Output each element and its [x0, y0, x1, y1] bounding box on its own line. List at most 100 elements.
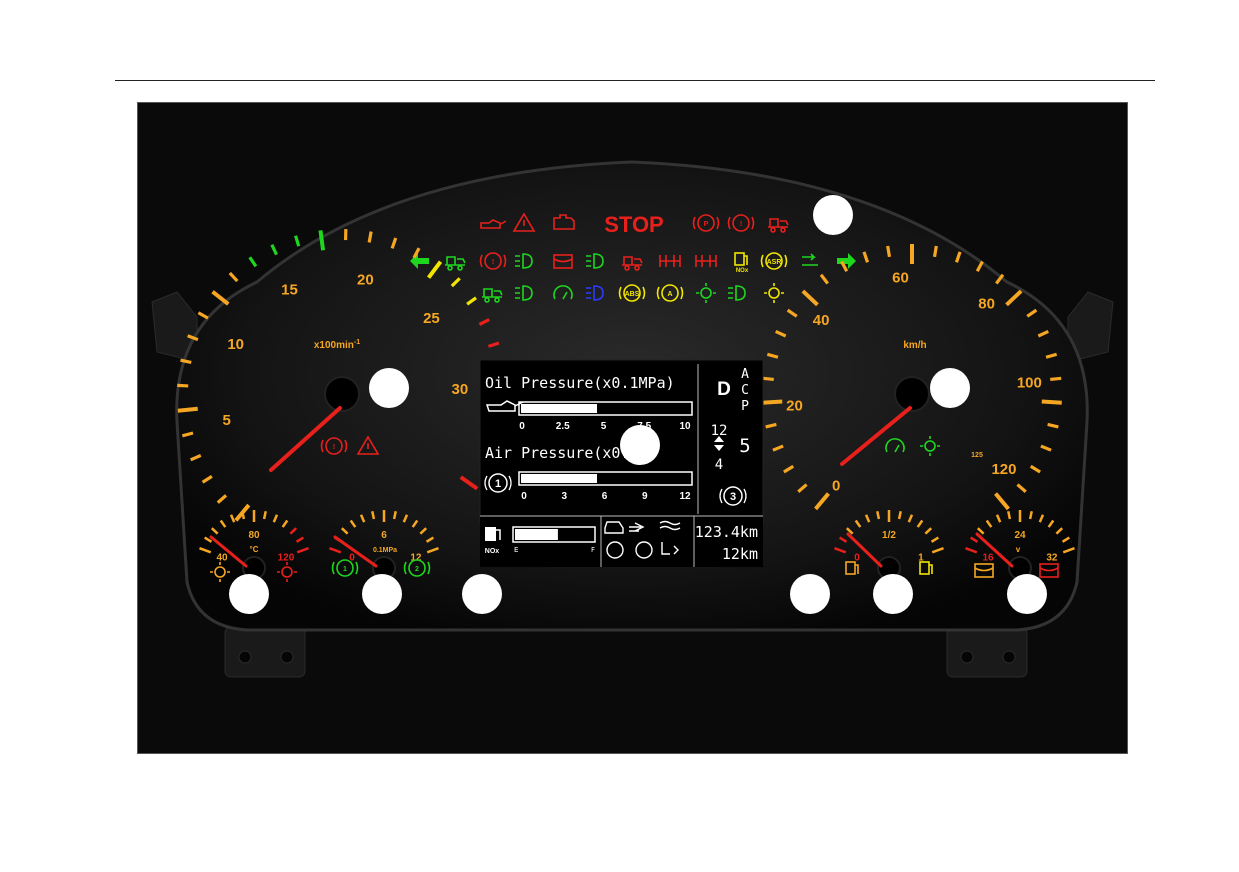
- tachometer-tick-label: 30: [452, 381, 469, 398]
- turn-right-arrow-icon: [837, 253, 856, 269]
- fuel-gauge-tick-label: 1/2: [882, 530, 896, 541]
- brake-icon-a: [606, 541, 624, 559]
- gear-range-high: 12: [711, 423, 728, 439]
- callout-marker: [369, 368, 409, 408]
- fuel-gauge-needle: [846, 532, 883, 568]
- coolant-gauge-needle: [209, 535, 248, 568]
- scale-label: 10: [679, 421, 691, 432]
- air-pressure-gauge-tick-label: 6: [381, 530, 387, 541]
- scale-label: 2.5: [556, 421, 570, 432]
- brake-warning-icon: !: [727, 214, 755, 232]
- air-pressure-title: Air Pressure(x0.: [485, 444, 630, 462]
- urea-tank-icon: NOx: [485, 527, 501, 555]
- brake-icon-b: [635, 541, 653, 559]
- parking-brake-icon-label: P: [704, 221, 709, 228]
- svg-text:1: 1: [495, 478, 501, 490]
- speedometer-hub: [894, 376, 930, 412]
- fuel-gauge-tick-label: 1: [918, 552, 924, 563]
- asr-icon-label: ASR: [767, 259, 782, 266]
- trailer-turn-icon: [445, 256, 466, 271]
- tachometer-tick-label: 10: [227, 336, 244, 353]
- position-light-icon: [728, 285, 746, 301]
- cruise-control-icon: [553, 285, 573, 300]
- speedometer-tick-label: 120: [991, 461, 1016, 478]
- callout-marker: [873, 574, 913, 614]
- mode-a: A: [741, 367, 749, 382]
- speedometer-needle: [840, 406, 912, 466]
- coolant-level-icon: [553, 254, 573, 269]
- nox-level-bar-fill: [515, 529, 558, 540]
- trip-meter: 12km: [722, 545, 758, 563]
- parking-brake-icon: P: [692, 214, 720, 232]
- gear-range-low: 4: [715, 457, 723, 473]
- retarder-icon: [764, 283, 784, 303]
- tachometer-tick-label: 25: [423, 310, 440, 327]
- scale-label: 3: [561, 491, 567, 502]
- voltage-gauge-tick-label: 16: [982, 552, 994, 563]
- check-engine-icon: [553, 214, 575, 230]
- fuel-level-gauge: 01/21: [834, 510, 944, 580]
- fuel-full-icon: [919, 561, 933, 575]
- svg-text:3: 3: [730, 491, 736, 503]
- speedometer-tick-label: 0: [832, 477, 840, 494]
- speedometer-max-label: 125: [971, 452, 983, 459]
- exhaust-icon: [629, 522, 645, 532]
- scale-label: 0: [519, 421, 525, 432]
- oil-pressure-bar-fill: [521, 404, 597, 413]
- nox-warning-icon: [734, 252, 748, 266]
- trailer-right-turn-icon: [802, 253, 818, 266]
- mode-c: C: [741, 383, 749, 398]
- stop-warning-label: STOP: [604, 212, 664, 237]
- speedometer-unit: km/h: [903, 340, 926, 351]
- callout-marker: [229, 574, 269, 614]
- brake-fluid-icon-label: !: [333, 444, 335, 451]
- speedometer-tick-label: 60: [892, 270, 909, 287]
- callout-marker: [930, 368, 970, 408]
- glow-plug-icon: [696, 283, 716, 303]
- pto-icon: [482, 288, 503, 303]
- brake-circuit-1-warning-icon: 1: [331, 559, 359, 577]
- mounting-tabs: [151, 291, 1114, 678]
- coolant-gauge-tick-label: 120: [278, 552, 295, 563]
- tachometer-tick-label: 5: [222, 412, 230, 429]
- brake-pad-wear-icon: !: [479, 252, 507, 270]
- air-pressure-gauge-tick-label: 12: [410, 552, 422, 563]
- trailer-abs-icon: A: [656, 284, 684, 302]
- abs-icon: ABS: [618, 284, 646, 302]
- lamp-icon: [661, 542, 679, 555]
- callout-marker: [462, 574, 502, 614]
- warning-lights-row-1: STOP P!: [480, 212, 789, 237]
- callout-marker: [1007, 574, 1047, 614]
- speedometer-tick-label: 80: [978, 296, 995, 313]
- speedometer-tick-label: 100: [1017, 375, 1042, 392]
- callout-markers: [229, 195, 1047, 614]
- oil-warning-icon: [480, 219, 507, 229]
- brake-circuit-3-icon: 3: [719, 486, 747, 506]
- lcd-status-icons: [604, 520, 681, 559]
- svg-text:NOx: NOx: [485, 548, 500, 555]
- coolant-temp-low-icon: [210, 562, 230, 582]
- tachometer-tick-label: 15: [281, 281, 298, 298]
- coolant-gauge-tick-label: 80: [248, 530, 260, 541]
- tachometer-hub: [324, 376, 360, 412]
- air-pressure-unit: 0.1MPa: [373, 547, 397, 554]
- battery-charge-icon: [1039, 563, 1059, 578]
- brake-circuit-2-warning-icon: 2: [403, 559, 431, 577]
- odometer: 123.4km: [695, 523, 758, 541]
- cab-tilt-icon: [622, 256, 643, 271]
- vehicle-icon: [604, 521, 624, 534]
- driver-icon: [920, 436, 940, 456]
- air-pressure-bar-fill: [521, 474, 597, 483]
- nox-empty-label: E: [514, 546, 518, 554]
- trailer-warning-icon: [768, 218, 789, 233]
- voltage-gauge-tick-label: 32: [1046, 552, 1058, 563]
- nox-level-bar: [512, 526, 596, 543]
- trailer-abs-icon-label: A: [667, 291, 672, 298]
- scale-label: 0: [521, 491, 527, 502]
- low-beam-icon: [515, 253, 533, 269]
- coolant-gauge-tick-label: 40: [216, 552, 228, 563]
